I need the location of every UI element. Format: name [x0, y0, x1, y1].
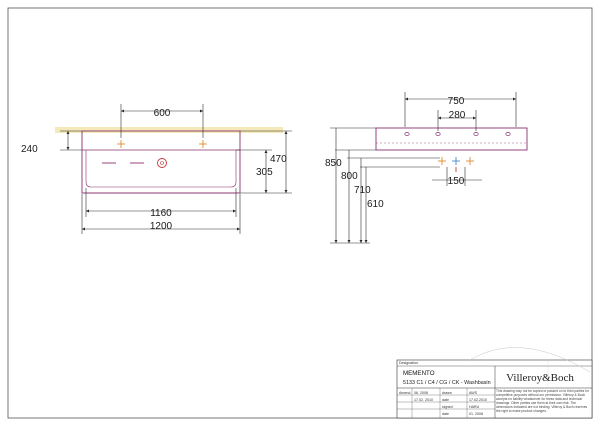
brand-watermark-arc — [469, 347, 591, 373]
wall-band-front — [55, 127, 283, 133]
dimension-tap-offset — [437, 110, 477, 131]
dim-label-470: 470 — [270, 154, 287, 165]
role-date: date — [442, 412, 449, 416]
dim-label-710: 710 — [354, 185, 371, 196]
drawing-frame — [7, 7, 593, 419]
tap-hole-top-icon — [404, 132, 511, 136]
designation-label: Designation — [399, 361, 418, 365]
name-1: AWS — [469, 391, 478, 395]
product-code: 5133 C1 / C4 / CG / CK - Washbasin — [403, 380, 491, 386]
dim-label-610: 610 — [367, 199, 384, 210]
dimension-tap-spacing — [120, 104, 204, 138]
dim-label-305: 305 — [256, 167, 273, 178]
brand-logo: Villeroy&Boch — [506, 372, 574, 384]
dim-label-150: 150 — [448, 176, 465, 187]
date-1: 06. 2008 — [414, 391, 428, 395]
dimension-drain-offset — [432, 167, 482, 186]
dim-label-280: 280 — [449, 110, 466, 121]
dim-label-850: 850 — [325, 158, 342, 169]
product-name: MEMENTO — [403, 370, 435, 377]
dimension-back-height — [60, 130, 82, 151]
bowl-inner-contour — [85, 150, 237, 188]
basin-outline-top — [375, 127, 528, 151]
date-2: 17.02. 2010 — [414, 398, 433, 402]
dim-label-750: 750 — [448, 96, 465, 107]
dim-label-240: 240 — [21, 144, 38, 155]
top-view: 750 280 150 850 800 710 — [325, 92, 528, 244]
name-4: 01. 2008 — [469, 412, 483, 416]
drain-position-icon — [438, 157, 474, 172]
dimension-heights-right — [236, 130, 292, 194]
dimension-depth — [404, 92, 517, 127]
dim-label-1160: 1160 — [150, 208, 172, 219]
dim-label-1200: 1200 — [150, 221, 173, 232]
title-block: Designation MEMENTO 5133 C1 / C4 / CG / … — [396, 347, 593, 419]
name-2: 17.02.2010 — [469, 398, 487, 402]
dim-label-800: 800 — [341, 171, 358, 182]
dimension-widths — [81, 188, 241, 234]
role-drawn: drawn — [442, 391, 452, 395]
role-checked: date — [442, 398, 449, 402]
legal-notice: This drawing may not be copied or passed… — [496, 389, 590, 414]
dim-label-600: 600 — [154, 108, 171, 119]
dimension-mounting-heights — [330, 127, 440, 244]
tap-hole-icon — [117, 140, 207, 148]
amendment-label: Amend. — [399, 391, 411, 395]
front-view: 600 240 470 305 1160 1200 — [21, 104, 292, 234]
drain-icon — [157, 158, 167, 168]
name-3: HARU — [469, 405, 480, 409]
role-signed: signed — [442, 405, 453, 409]
